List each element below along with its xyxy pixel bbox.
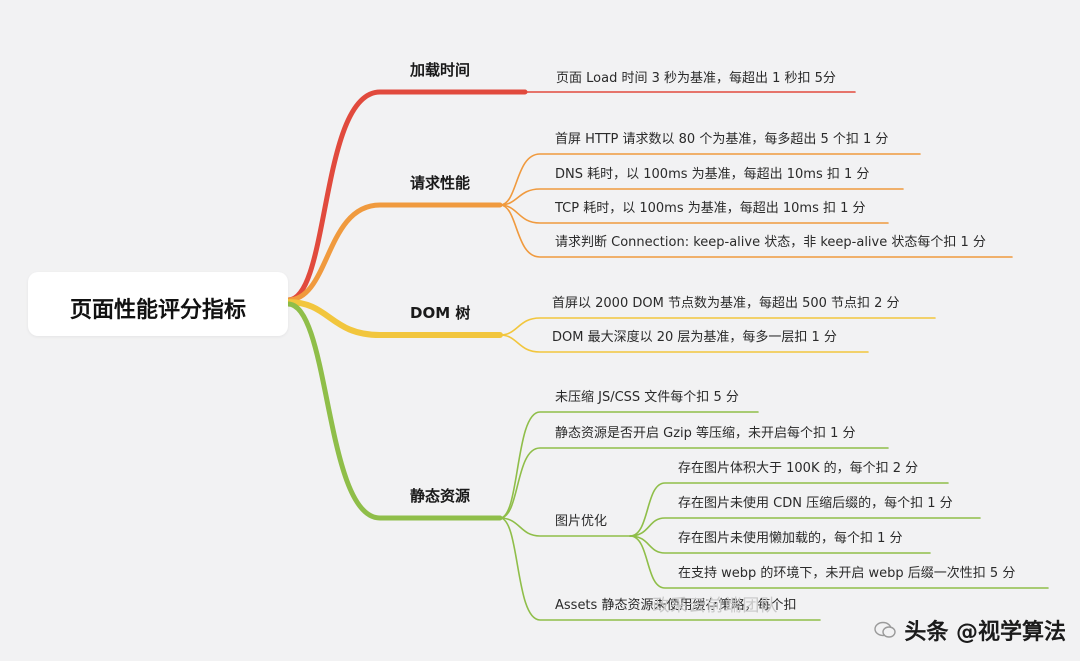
leaf-request-3[interactable]: 请求判断 Connection: keep-alive 状态，非 keep-al… (555, 235, 986, 250)
branch-label-static[interactable]: 静态资源 (410, 487, 471, 505)
leaf-connector-static-2 (499, 517, 821, 621)
wechat-icon (874, 621, 897, 639)
leaf-static-1[interactable]: 静态资源是否开启 Gzip 等压缩，未开启每个扣 1 分 (555, 426, 856, 441)
branch-connector-request (285, 202, 503, 303)
branch-connector-static (285, 301, 503, 521)
leaf-connector-static-image (499, 517, 631, 537)
branch-label-dom[interactable]: DOM 树 (410, 304, 471, 322)
leaf-connector-static-1 (499, 447, 889, 519)
leaf-connector-static-0 (499, 411, 759, 519)
root-node[interactable]: 页面性能评分指标 (28, 272, 288, 336)
watermark-source: 头条 @视学算法 (904, 620, 1066, 645)
branch-connector-dom (285, 299, 503, 338)
leaf-dom-0[interactable]: 首屏以 2000 DOM 节点数为基准，每超出 500 节点扣 2 分 (552, 296, 900, 311)
leaf-image-3[interactable]: 在支持 webp 的环境下，未开启 webp 后缀一次性扣 5 分 (678, 566, 1016, 581)
leaf-static-2[interactable]: Assets 静态资源未使用缓存策略，每个扣 (555, 598, 797, 613)
leaf-static-image[interactable]: 图片优化 (555, 514, 608, 529)
leaf-load-0[interactable]: 页面 Load 时间 3 秒为基准，每超出 1 秒扣 5分 (556, 71, 836, 86)
leaf-connector-request-0 (499, 153, 921, 206)
leaf-request-0[interactable]: 首屏 HTTP 请求数以 80 个为基准，每多超出 5 个扣 1 分 (555, 132, 889, 147)
leaf-connector-image-2 (629, 535, 931, 554)
leaf-connector-image-1 (629, 517, 981, 537)
leaf-connector-dom-0 (499, 317, 936, 336)
watermark-account: 政采云前端团队 (652, 596, 779, 616)
root-label: 页面性能评分指标 (69, 298, 246, 323)
leaf-connector-image-3 (629, 535, 1049, 589)
leaf-dom-1[interactable]: DOM 最大深度以 20 层为基准，每多一层扣 1 分 (552, 330, 837, 345)
leaf-image-2[interactable]: 存在图片未使用懒加载的，每个扣 1 分 (678, 531, 903, 546)
leaf-connector-image-0 (629, 482, 949, 537)
leaf-connector-dom-1 (499, 334, 869, 353)
leaf-request-2[interactable]: TCP 耗时，以 100ms 为基准，每超出 10ms 扣 1 分 (555, 201, 866, 216)
branch-connector-load (285, 89, 528, 303)
leaf-connector-request-2 (499, 204, 889, 224)
leaf-connector-request-1 (499, 188, 904, 206)
branch-label-load[interactable]: 加载时间 (410, 61, 471, 79)
leaf-image-1[interactable]: 存在图片未使用 CDN 压缩后缀的，每个扣 1 分 (678, 496, 953, 511)
watermark: 政采云前端团队 头条 @视学算法 (652, 596, 1066, 647)
branch-label-request[interactable]: 请求性能 (410, 174, 471, 192)
leaf-request-1[interactable]: DNS 耗时，以 100ms 为基准，每超出 10ms 扣 1 分 (555, 167, 870, 182)
leaf-static-0[interactable]: 未压缩 JS/CSS 文件每个扣 5 分 (555, 390, 739, 405)
leaf-connector-request-3 (499, 204, 1013, 258)
leaf-image-0[interactable]: 存在图片体积大于 100K 的，每个扣 2 分 (678, 461, 919, 476)
